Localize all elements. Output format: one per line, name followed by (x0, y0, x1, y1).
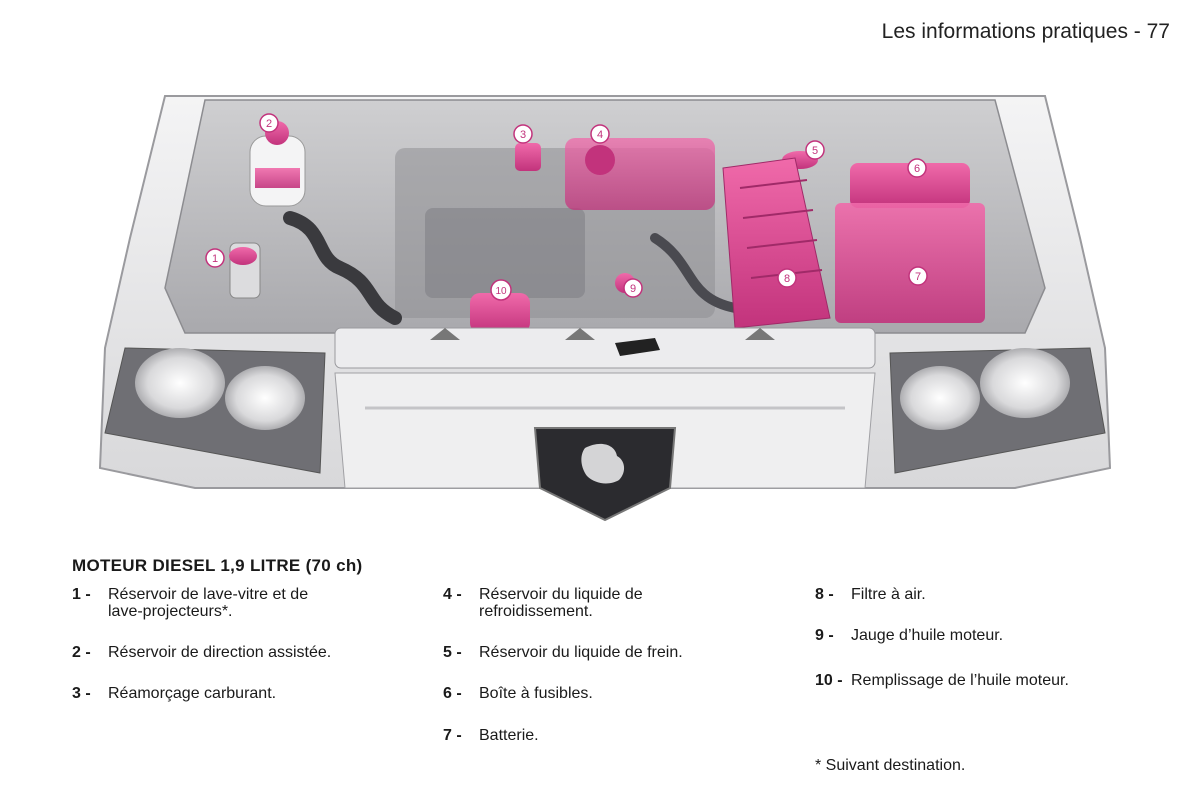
legend-text: Jauge d’huile moteur. (851, 627, 1004, 644)
legend-text: Réamorçage carburant. (108, 685, 277, 702)
legend-text: Batterie. (479, 727, 539, 744)
legend-number: 1 - (72, 586, 91, 603)
legend-number: 2 - (72, 644, 91, 661)
fuse-box-and-battery (835, 163, 985, 323)
callout-8: 8 (784, 273, 790, 285)
legend-number: 3 - (72, 685, 91, 702)
callout-10: 10 (495, 286, 507, 297)
legend-number: 10 - (815, 672, 843, 689)
callout-5: 5 (812, 145, 818, 157)
legend-text: Réservoir de direction assistée. (108, 644, 332, 661)
callout-6: 6 (914, 163, 920, 175)
air-filter (722, 157, 831, 329)
power-steering-reservoir (249, 121, 306, 207)
coolant-reservoir (565, 138, 715, 210)
footnote: * Suivant destination. (815, 757, 966, 774)
section-title: MOTEUR DIESEL 1,9 LITRE (70 ch) (72, 556, 363, 575)
legend-number: 5 - (443, 644, 462, 661)
front-cross-member (334, 327, 876, 369)
callout-4: 4 (597, 129, 603, 141)
fuel-priming-pump (515, 143, 541, 171)
legend-number: 4 - (443, 586, 462, 603)
legend-text: Réservoir du liquide de frein. (479, 644, 683, 661)
legend-text: Remplissage de l’huile moteur. (851, 672, 1069, 689)
page-header: Les informations pratiques - 77 (881, 20, 1170, 43)
oil-filler-cap (470, 293, 530, 333)
legend-text: Boîte à fusibles. (479, 685, 593, 702)
callout-3: 3 (520, 129, 526, 141)
callout-2: 2 (266, 118, 272, 130)
callout-1: 1 (212, 253, 218, 265)
callout-9: 9 (630, 283, 636, 295)
legend-number: 7 - (443, 727, 462, 744)
legend-number: 9 - (815, 627, 834, 644)
callout-7: 7 (915, 271, 921, 283)
legend-text: Filtre à air. (851, 586, 926, 603)
legend-number: 6 - (443, 685, 462, 702)
engine-bay-illustration: 1 2 3 4 5 6 7 8 9 10 (98, 95, 1112, 522)
legend-number: 8 - (815, 586, 834, 603)
washer-reservoir (229, 242, 261, 299)
